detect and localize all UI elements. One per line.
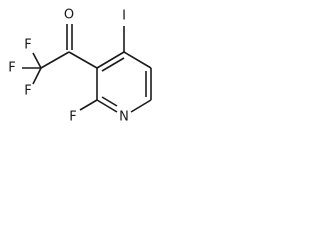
molecule-structure: O F F F I F N: [8, 8, 152, 125]
atom-oxygen: O: [64, 8, 74, 23]
atom-fluorine-cf3-top: F: [24, 38, 31, 53]
bond-carbonyl-cf3: [40, 51, 70, 69]
bond-cf3-f-top: [32, 52, 42, 69]
bond-carbonyl-ring: [68, 51, 98, 69]
atom-fluorine-ring: F: [69, 110, 76, 125]
atom-nitrogen: N: [119, 110, 129, 125]
atom-labels: O F F F I F N: [8, 8, 129, 125]
bond-ring-n-c2-inner: [101, 96, 118, 107]
bond-cf3-f-bottom: [32, 67, 42, 85]
atom-fluorine-cf3-bottom: F: [24, 84, 31, 99]
bond-ring-n-c2: [96, 99, 118, 113]
bond-ring-fluorine: [79, 99, 98, 111]
bonds: [22, 24, 152, 113]
bond-ring-c3-c4: [96, 51, 125, 69]
atom-fluorine-cf3-left: F: [8, 61, 15, 76]
bond-ring-c3-c4-inner: [101, 57, 125, 72]
atom-iodine: I: [122, 9, 126, 24]
bond-ring-c4-c5: [123, 51, 152, 69]
bond-ring-c6-n: [130, 99, 152, 113]
